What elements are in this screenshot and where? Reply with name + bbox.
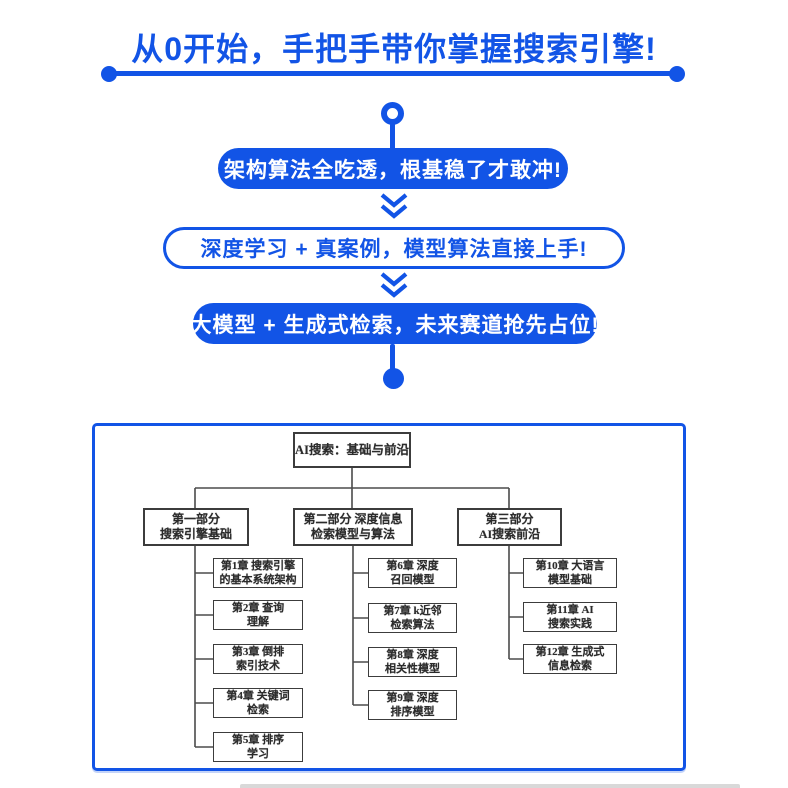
chapter-label: 信息检索 [548,660,592,672]
chapter-label: 召回模型 [390,574,435,586]
chapter-box-10: 第10章 大语言 模型基础 [523,558,617,588]
chapter-box-8: 第8章 深度 相关性模型 [368,647,457,677]
page-title: 从0开始，手把手带你掌握搜索引擎! [131,31,657,67]
chapter-label: 模型基础 [548,574,592,586]
chapter-label: 第3章 倒排 [231,645,285,658]
chapter-label: 第4章 关键词 [226,689,290,702]
flowchart-root-label: AI搜索：基础与前沿 [295,443,409,457]
chapter-box-9: 第9章 深度 排序模型 [368,690,457,720]
chapter-box-6: 第6章 深度 召回模型 [368,558,457,588]
chapter-label: 第1章 搜索引擎 [220,559,296,572]
part-box-1: 第一部分 搜索引擎基础 [143,508,249,546]
divider-line [109,71,677,76]
chapter-box-12: 第12章 生成式 信息检索 [523,644,617,674]
part-label: 第二部分 深度信息 [303,511,403,526]
chapter-label: 检索算法 [390,619,435,631]
flowchart-root-box: AI搜索：基础与前沿 [293,432,411,468]
chevron-down-icon [380,193,408,219]
chapter-label: 第11章 AI [546,603,594,616]
chapter-label: 学习 [247,748,269,760]
chapter-label: 排序模型 [390,706,435,718]
chapter-box-3: 第3章 倒排 索引技术 [213,644,303,674]
chapter-label: 第6章 深度 [386,559,439,572]
chapter-label: 检索 [247,704,269,716]
chapter-label: 第7章 k近邻 [383,604,442,617]
chapter-label: 相关性模型 [385,663,440,675]
part-label: 检索模型与算法 [310,527,395,541]
chapter-box-7: 第7章 k近邻 检索算法 [368,603,457,633]
chapter-box-4: 第4章 关键词 检索 [213,688,303,718]
chapter-box-11: 第11章 AI 搜索实践 [523,602,617,632]
highlight-pill-1: 架构算法全吃透，根基稳了才敢冲! [218,148,568,189]
chapter-label: 搜索实践 [548,618,592,630]
chapter-box-5: 第5章 排序 学习 [213,732,303,762]
chapter-label: 第5章 排序 [231,733,285,746]
connector-stem [390,123,395,150]
chapter-box-1: 第1章 搜索引擎 的基本系统架构 [213,558,303,588]
chapter-label: 第12章 生成式 [535,645,605,658]
chapter-label: 第2章 查询 [231,601,285,614]
connector-ring-icon [381,102,404,125]
chevron-down-icon [380,272,408,298]
highlight-pill-2: 深度学习 + 真案例，模型算法直接上手! [163,227,625,269]
chapter-label: 第10章 大语言 [535,559,605,572]
part-box-2: 第二部分 深度信息 检索模型与算法 [293,508,413,546]
chapter-label: 索引技术 [236,660,280,672]
chapter-label: 理解 [247,616,269,628]
chapter-box-2: 第2章 查询 理解 [213,600,303,630]
part-label: 第一部分 [171,511,220,526]
part-label: AI搜索前沿 [478,527,541,541]
chapter-label: 第9章 深度 [386,691,439,704]
next-section-edge [240,784,740,788]
part-label: 第三部分 [485,511,534,526]
divider-dot-right-icon [669,66,685,82]
chapter-label: 的基本系统架构 [219,574,297,586]
terminal-dot-icon [383,368,404,389]
connector-stem [390,344,395,372]
part-box-3: 第三部分 AI搜索前沿 [457,508,562,546]
part-label: 搜索引擎基础 [159,527,232,541]
chapter-label: 第8章 深度 [386,648,439,661]
highlight-pill-3: 大模型 + 生成式检索，未来赛道抢先占位! [191,303,598,344]
